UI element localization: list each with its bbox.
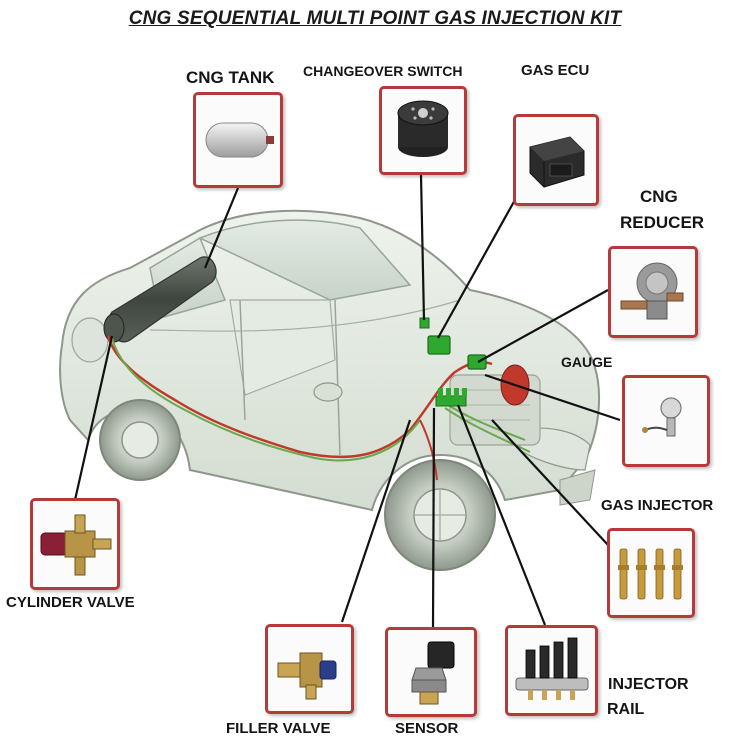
cylinder-valve-box — [30, 498, 120, 590]
label-cng-reducer-line1: CNG — [640, 187, 678, 206]
label-gas-ecu: GAS ECU — [521, 62, 590, 79]
injector-rail-box — [505, 625, 598, 716]
label-cng-tank: CNG TANK — [186, 68, 275, 87]
label-gauge: GAUGE — [561, 354, 613, 370]
front-wheel — [384, 459, 496, 571]
sensor-icon — [411, 641, 455, 705]
gas-ecu-box — [513, 114, 599, 206]
label-filler-valve: FILLER VALVE — [226, 720, 331, 737]
cng-reducer-icon — [620, 262, 684, 320]
gas-injector-box — [607, 528, 695, 618]
changeover-switch-icon — [397, 100, 449, 157]
injector-rail-icon — [515, 637, 589, 700]
filler-valve-box — [265, 624, 354, 714]
diagram-title: CNG SEQUENTIAL MULTI POINT GAS INJECTION… — [128, 8, 622, 29]
filler-valve-icon — [277, 652, 337, 700]
gauge-icon — [642, 397, 682, 437]
installed-components — [419, 317, 530, 407]
changeover-switch-box — [379, 86, 467, 175]
gas-injector-icon — [618, 548, 683, 600]
leader-lines — [73, 174, 621, 628]
cylinder-valve-icon — [40, 514, 112, 576]
label-gas-injector: GAS INJECTOR — [601, 497, 714, 514]
label-injector-rail-line2: RAIL — [607, 701, 645, 718]
label-cylinder-valve: CYLINDER VALVE — [6, 594, 135, 611]
cng-reducer-box — [608, 246, 698, 338]
gauge-box — [622, 375, 710, 467]
cng-tank-icon — [205, 122, 274, 158]
label-injector-rail-line1: INJECTOR — [608, 676, 689, 693]
label-sensor: SENSOR — [395, 720, 459, 737]
gas-ecu-icon — [529, 136, 585, 188]
label-changeover-switch: CHANGEOVER SWITCH — [303, 63, 463, 79]
label-cng-reducer-line2: REDUCER — [620, 213, 705, 232]
sensor-box — [385, 627, 477, 717]
cng-tank-box — [193, 92, 283, 188]
rear-wheel — [99, 399, 181, 481]
